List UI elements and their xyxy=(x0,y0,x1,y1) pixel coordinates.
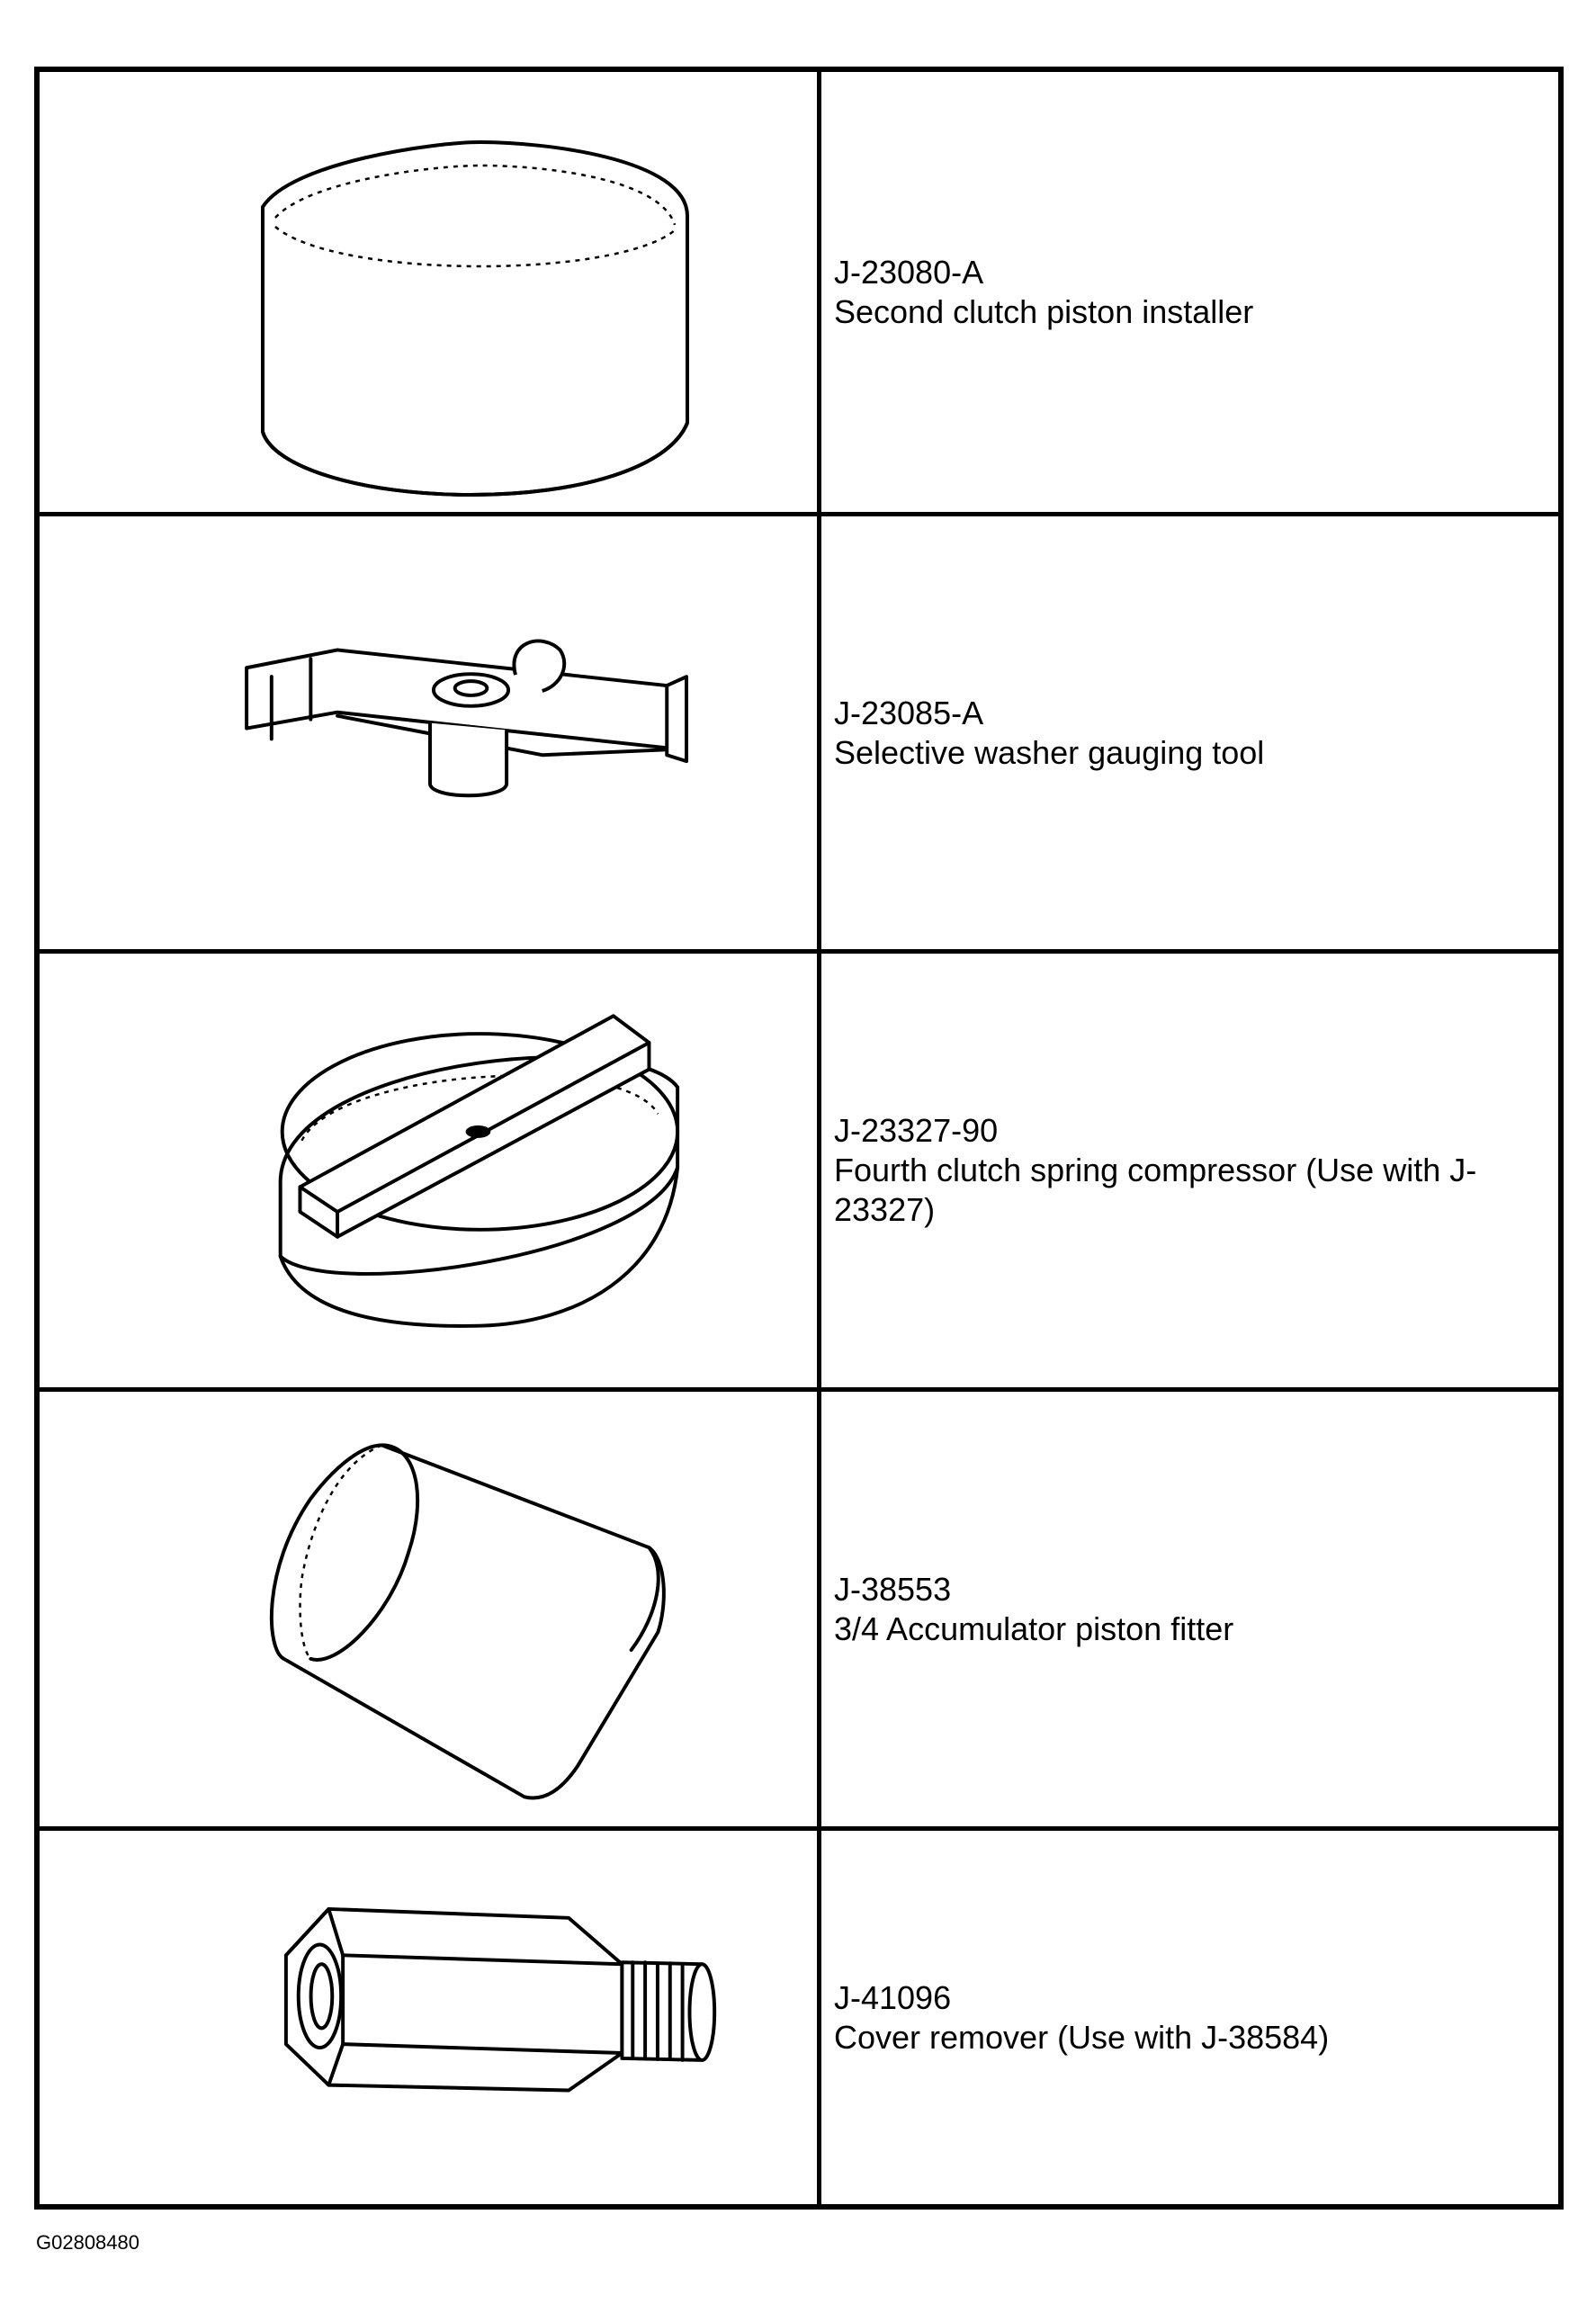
tool-name: 3/4 Accumulator piston fitter xyxy=(834,1609,1234,1647)
part-number: J-41096 xyxy=(834,1978,952,2016)
tool-illustration xyxy=(40,1392,817,1826)
tool-illustration xyxy=(40,516,817,949)
tool-description: J-23085-A Selective washer gauging tool xyxy=(834,516,1549,949)
table-row: J-38553 3/4 Accumulator piston fitter xyxy=(40,1387,1558,1826)
tool-description: J-23080-A Second clutch piston installer xyxy=(834,72,1549,512)
tool-name: Second clutch piston installer xyxy=(834,292,1254,330)
tool-name: Fourth clutch spring compressor (Use wit… xyxy=(834,1152,1477,1188)
figure-code: G02808480 xyxy=(36,2231,139,2254)
column-divider xyxy=(817,72,821,512)
table-row: J-23085-A Selective washer gauging tool xyxy=(40,512,1558,949)
tool-table: J-23080-A Second clutch piston installer… xyxy=(34,67,1564,2210)
cover-remover-icon xyxy=(283,1906,717,2093)
tool-name-continued: 23327) xyxy=(834,1191,936,1228)
piston-installer-icon xyxy=(261,140,689,497)
table-row: J-23080-A Second clutch piston installer xyxy=(40,72,1558,512)
piston-fitter-icon xyxy=(269,1443,666,1800)
part-number: J-38553 xyxy=(834,1570,952,1608)
tool-illustration xyxy=(40,72,817,512)
part-number: J-23327-90 xyxy=(834,1112,999,1149)
spring-compressor-icon xyxy=(278,1014,680,1328)
tool-description: J-41096 Cover remover (Use with J-38584) xyxy=(834,1831,1549,2204)
column-divider xyxy=(817,954,821,1387)
table-row: J-41096 Cover remover (Use with J-38584) xyxy=(40,1826,1558,2204)
tool-illustration xyxy=(40,1831,817,2204)
column-divider xyxy=(817,516,821,949)
column-divider xyxy=(817,1392,821,1826)
table-row: J-23327-90 Fourth clutch spring compress… xyxy=(40,949,1558,1387)
tool-name: Cover remover (Use with J-38584) xyxy=(834,2018,1330,2056)
tool-name: Selective washer gauging tool xyxy=(834,733,1265,771)
part-number: J-23080-A xyxy=(834,253,984,291)
tool-description: J-23327-90 Fourth clutch spring compress… xyxy=(834,954,1549,1387)
gauging-tool-icon xyxy=(245,639,688,798)
tool-description: J-38553 3/4 Accumulator piston fitter xyxy=(834,1392,1549,1826)
part-number: J-23085-A xyxy=(834,694,984,731)
tool-illustration xyxy=(40,954,817,1387)
column-divider xyxy=(817,1831,821,2204)
